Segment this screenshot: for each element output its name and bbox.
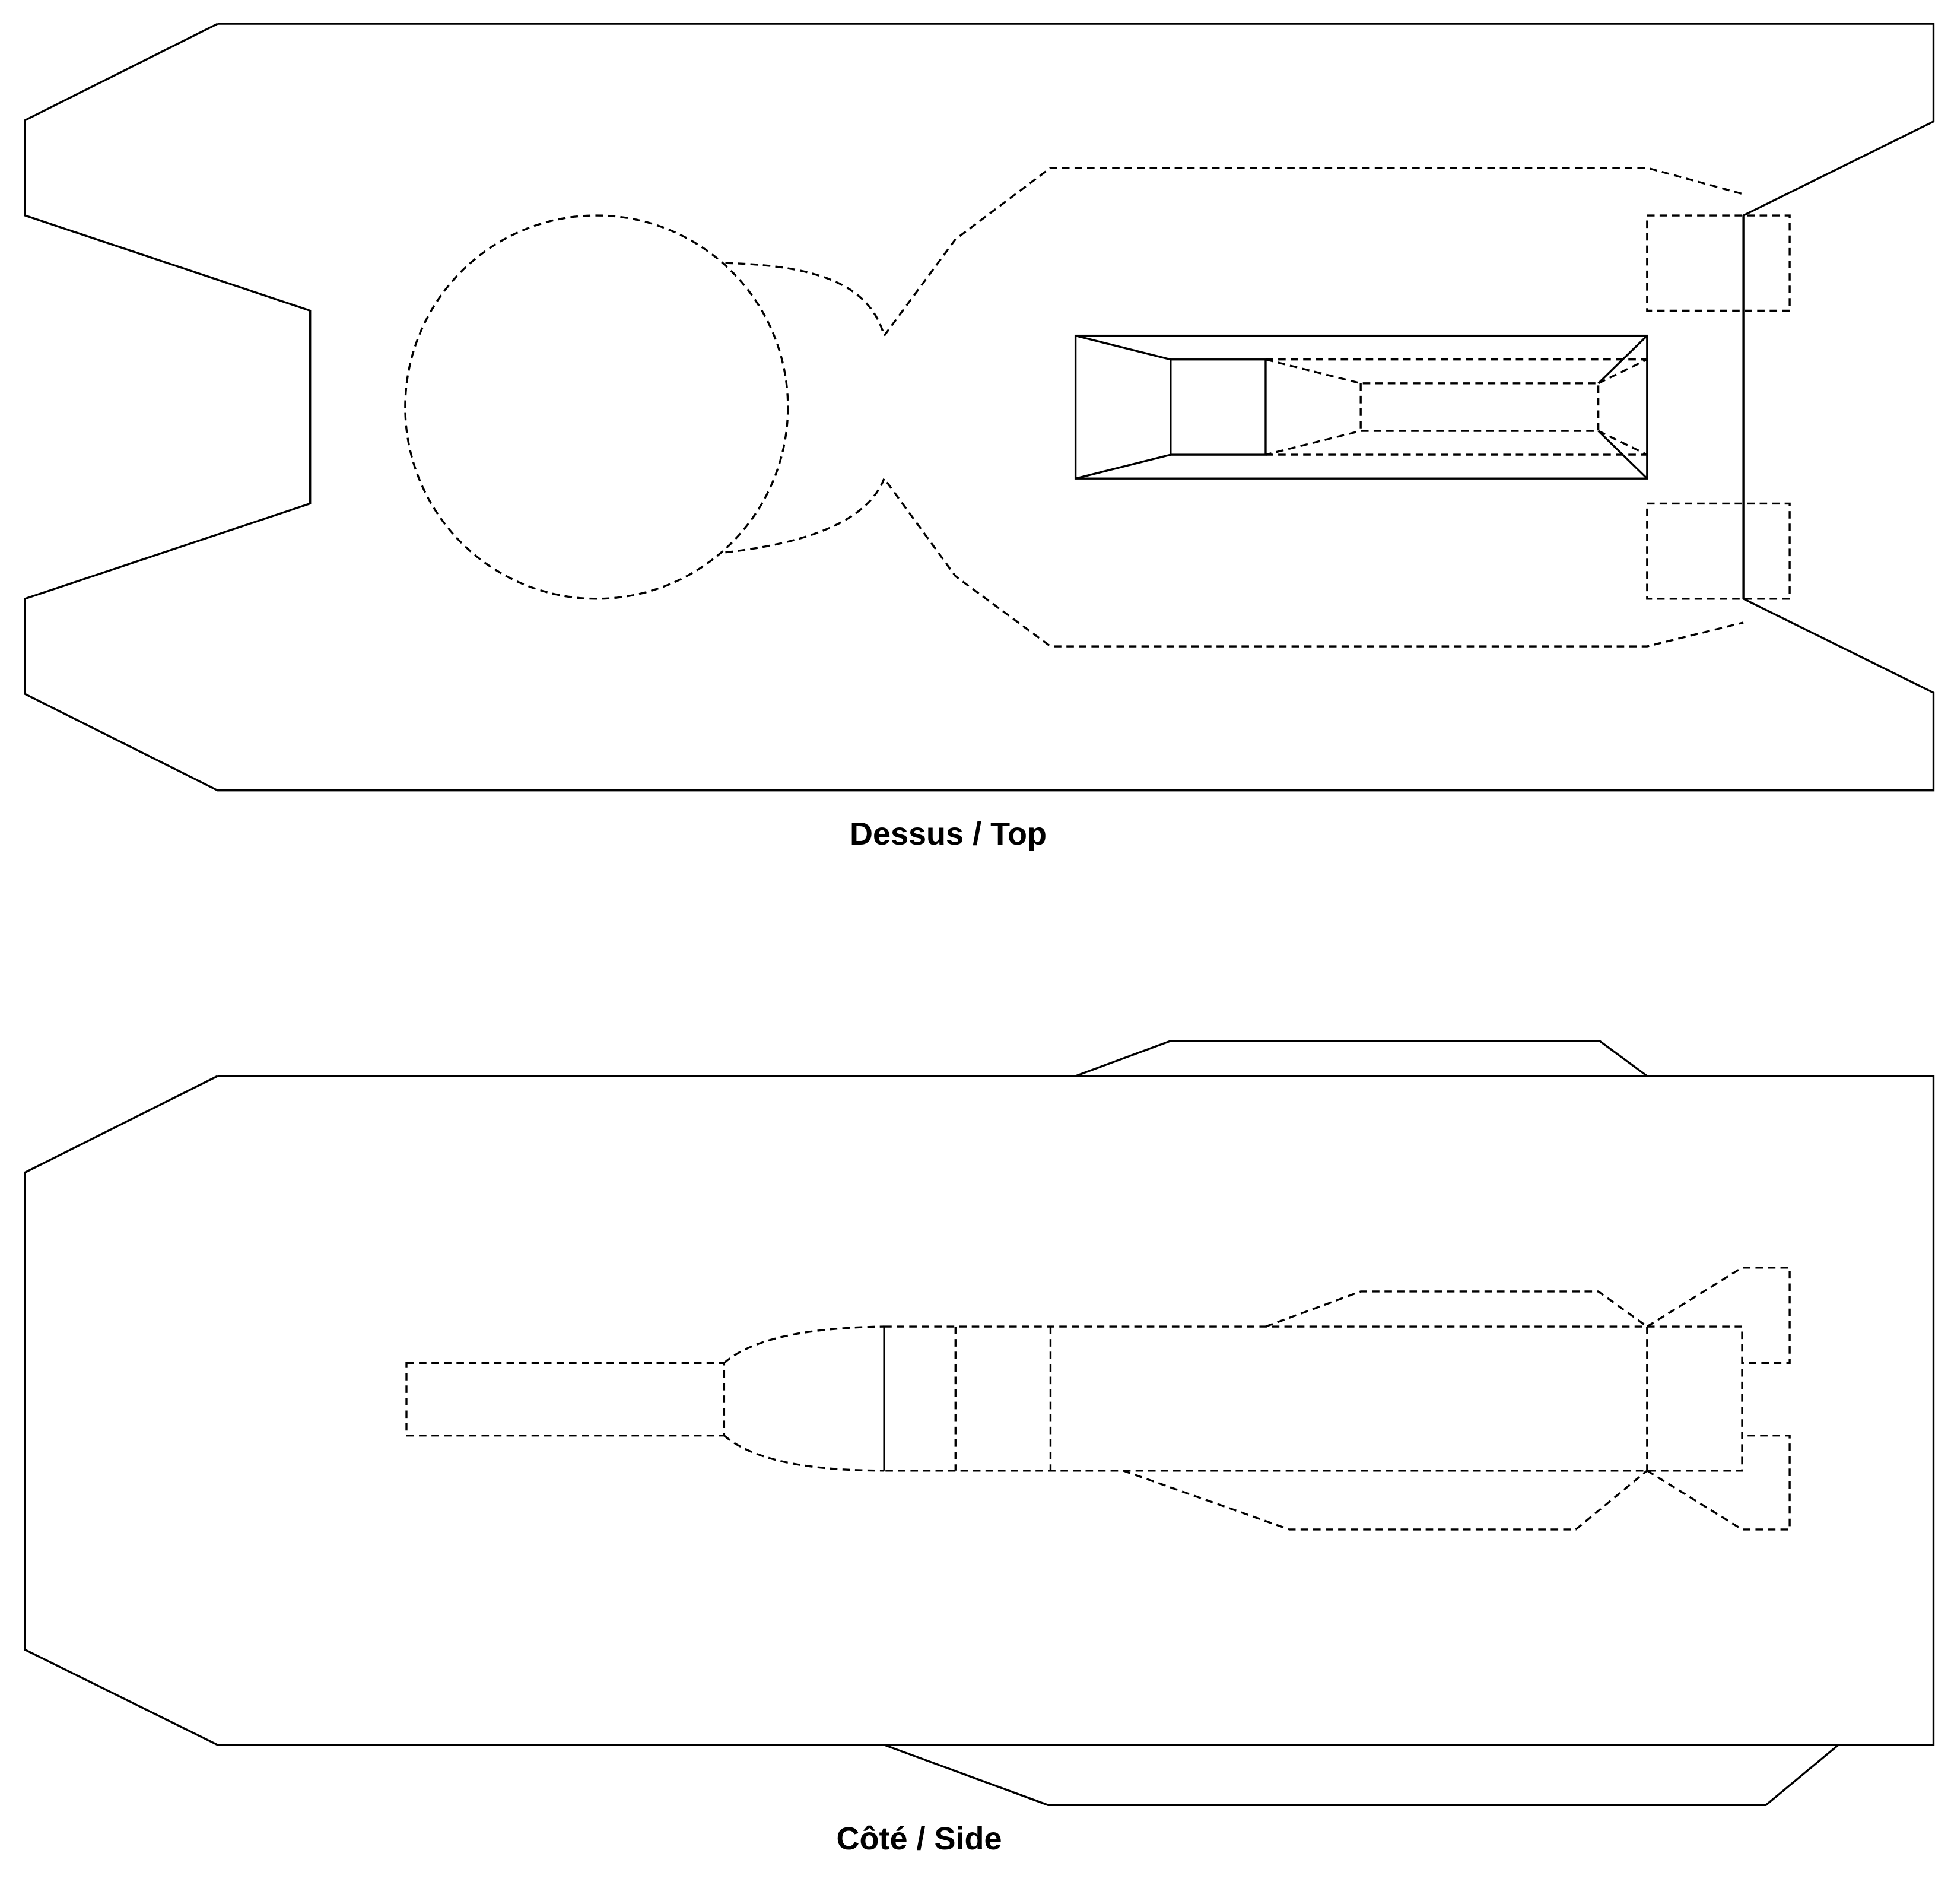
side-view: [24, 1040, 1935, 1806]
top-view-hidden-block-upper: [1646, 214, 1791, 312]
top-view-hidden-block-lower: [1646, 502, 1791, 600]
top-view-hidden-lines: [404, 167, 1791, 648]
side-view-caption: Côté / Side: [836, 1821, 1002, 1857]
side-view-hidden-lines: [405, 1267, 1791, 1531]
top-view-hidden-circle: [404, 214, 789, 600]
top-view-recess: [1074, 334, 1648, 480]
side-view-bottom-protrusion: [884, 1744, 1839, 1806]
side-view-hidden-nose: [723, 1325, 885, 1472]
top-view-hidden-inner-part: [1265, 358, 1648, 456]
side-view-hidden-lower-fin: [1123, 1470, 1648, 1531]
side-view-hidden-shaft: [405, 1362, 726, 1437]
side-view-hidden-upper-fin: [1265, 1290, 1648, 1328]
top-view-caption: Dessus / Top: [849, 816, 1047, 852]
top-view-body-outline: [24, 23, 1935, 792]
side-view-hidden-tail-fins: [1646, 1267, 1791, 1531]
side-view-body-outline: [24, 1075, 1935, 1746]
top-view-hidden-hull: [725, 167, 1744, 648]
side-view-hidden-body: [883, 1325, 1743, 1472]
top-view: [24, 23, 1935, 792]
side-view-top-protrusion: [1075, 1040, 1648, 1077]
